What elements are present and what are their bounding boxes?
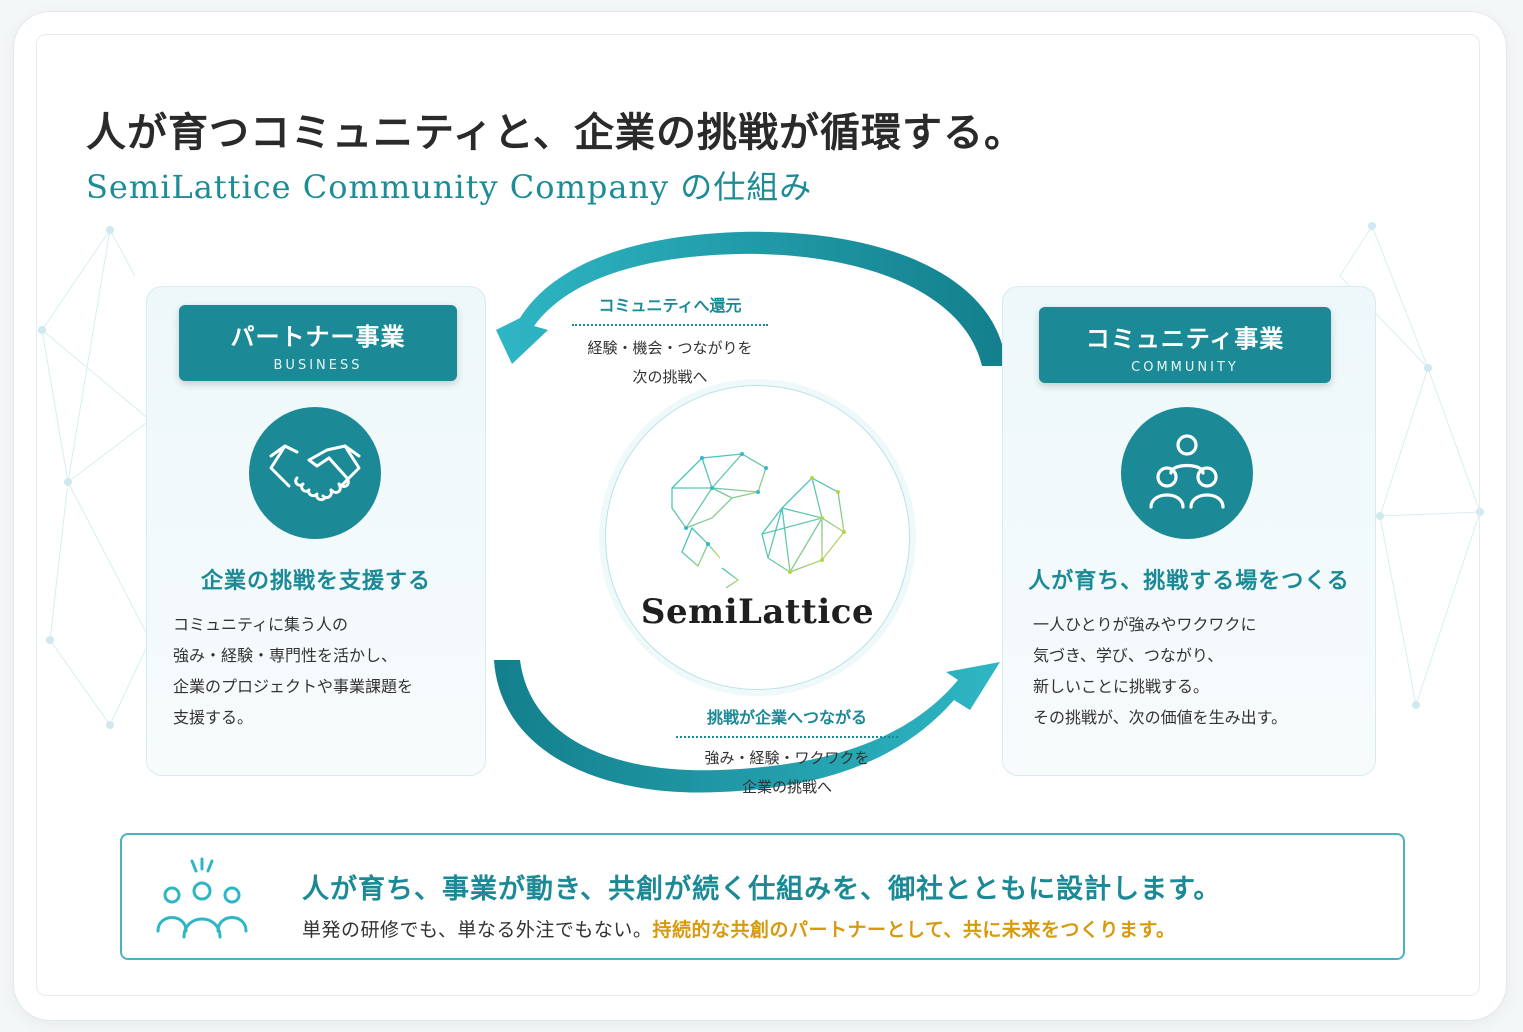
flow-top-line: 経験・機会・つながりを: [587, 339, 753, 357]
flow-bottom-line: 強み・経験・ワクワクを: [704, 749, 870, 767]
banner-main-message: 人が育ち、事業が動き、共創が続く仕組みを、御社とともに設計します。: [302, 874, 1222, 905]
partner-body-line: 強み・経験・専門性を活かし、: [173, 646, 398, 665]
partner-business-panel: パートナー事業 BUSINESS 企業の挑戦を支援する コミュニティに集う人の …: [146, 286, 486, 776]
network-globe-icon: [671, 452, 846, 588]
flow-top-line: 次の挑戦へ: [632, 368, 708, 386]
partner-business-title: パートナー事業: [230, 323, 406, 351]
brand-name: SemiLattice: [640, 592, 875, 632]
team-cheer-icon: [156, 857, 248, 939]
partner-body-line: 企業のプロジェクトや事業課題を: [173, 677, 414, 696]
flow-top-description: 経験・機会・つながりを 次の挑戦へ: [560, 334, 780, 392]
community-business-badge: コミュニティ事業 COMMUNITY: [1039, 307, 1331, 383]
people-group-icon: [1121, 407, 1253, 539]
community-body-line: その挑戦が、次の価値を生み出す。: [1033, 708, 1288, 727]
flow-bottom-label: 挑戦が企業へつながる: [706, 708, 867, 727]
partner-business-badge: パートナー事業 BUSINESS: [179, 305, 457, 381]
banner-sub-plain: 単発の研修でも、単なる外注でもない。: [302, 919, 653, 941]
page-title: 人が育つコミュニティと、企業の挑戦が循環する。: [86, 109, 1025, 156]
partner-body-line: コミュニティに集う人の: [173, 615, 349, 634]
community-body-line: 新しいことに挑戦する。: [1033, 677, 1210, 696]
flow-bottom-line: 企業の挑戦へ: [741, 778, 832, 796]
community-business-heading: 人が育ち、挑戦する場をつくる: [1028, 569, 1350, 594]
bottom-message-banner: 人が育ち、事業が動き、共創が続く仕組みを、御社とともに設計します。 単発の研修で…: [120, 833, 1405, 960]
partner-business-subtitle: BUSINESS: [273, 358, 363, 373]
flow-top-divider: [572, 324, 768, 326]
community-business-panel: コミュニティ事業 COMMUNITY 人が育ち、挑戦する場をつくる 一人ひとりが…: [1002, 286, 1376, 776]
banner-sub-highlight: 持続的な共創のパートナーとして、共に未来をつくります。: [652, 919, 1176, 941]
community-business-title: コミュニティ事業: [1085, 325, 1285, 353]
partner-business-description: コミュニティに集う人の 強み・経験・専門性を活かし、 企業のプロジェクトや事業課…: [173, 609, 413, 733]
community-body-line: 一人ひとりが強みやワクワクに: [1033, 615, 1257, 634]
partner-body-line: 支援する。: [173, 708, 254, 727]
banner-sub-message: 単発の研修でも、単なる外注でもない。持続的な共創のパートナーとして、共に未来をつ…: [302, 915, 1176, 942]
community-business-subtitle: COMMUNITY: [1131, 360, 1239, 375]
community-business-description: 一人ひとりが強みやワクワクに 気づき、学び、つながり、 新しいことに挑戦する。 …: [1033, 609, 1287, 733]
flow-bottom-divider: [676, 736, 898, 738]
community-body-line: 気づき、学び、つながり、: [1033, 646, 1224, 665]
flow-bottom-description: 強み・経験・ワクワクを 企業の挑戦へ: [676, 744, 898, 802]
page-subtitle: SemiLattice Community Company の仕組み: [86, 168, 813, 206]
flow-top-label: コミュニティへ還元: [598, 296, 742, 315]
semilattice-logo-circle: SemiLattice: [605, 385, 910, 690]
handshake-icon: [249, 407, 381, 539]
partner-business-heading: 企業の挑戦を支援する: [200, 569, 431, 594]
